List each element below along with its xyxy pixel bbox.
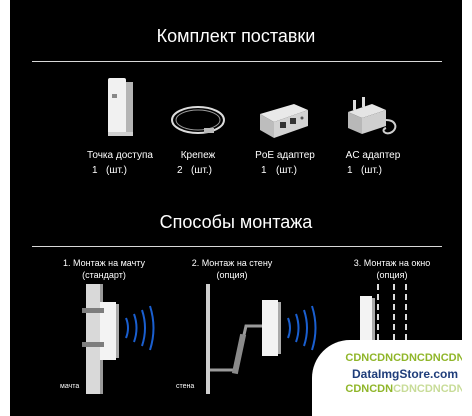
mount-method-1-note: (стандарт) [82,270,126,280]
access-point-icon [108,78,133,136]
kit-title-divider [32,61,442,62]
watermark: CDNCDNCDNCDNCDN DataImgStore.com CDNCDNC… [312,340,462,416]
kit-item-qty: 1 [92,165,98,176]
mast-mount-illustration [82,284,155,394]
kit-item-unit: (шт.) [276,165,297,176]
kit-item-label: AC адаптер [345,150,401,161]
mount-strap-icon [171,106,225,134]
watermark-line-3-part-b: CDNCDNCDN [393,383,462,395]
ac-adapter-icon [348,97,397,135]
product-infographic: Комплект поставки Точка доступа 1 (шт.) … [10,0,462,416]
mount-title-divider [32,246,442,247]
wall-mount-illustration [206,284,317,394]
mast-label: мачта [60,383,80,390]
watermark-line-3: CDNCDNCDNCDNCDN [330,383,462,395]
kit-item-label: Крепеж [180,150,216,161]
poe-adapter-icon [260,104,308,138]
kit-item-label: PoE адаптер [255,150,315,161]
watermark-line-3-part-a: CDNCDN [345,383,394,395]
mount-method-2-note: (опция) [216,270,248,280]
kit-item-qty: 1 [261,165,267,176]
kit-title: Комплект поставки [156,26,316,46]
kit-item-qty: 1 [347,165,353,176]
mount-method-1-title: 1. Монтаж на мачту [62,258,145,268]
kit-item-unit: (шт.) [106,165,127,176]
kit-item-label: Точка доступа [87,150,153,161]
mount-method-3-title: 3. Монтаж на окно [353,258,431,268]
kit-item-unit: (шт.) [191,165,212,176]
watermark-site-name: DataImgStore.com [351,367,459,381]
kit-item-qty: 2 [177,165,183,176]
mount-title: Способы монтажа [159,212,313,232]
mount-method-2-title: 2. Монтаж на стену [191,258,273,268]
mount-method-3-note: (опция) [376,270,408,280]
watermark-line-1: CDNCDNCDNCDNCDN [345,352,462,364]
wall-label: стена [176,383,195,390]
kit-item-unit: (шт.) [361,165,382,176]
